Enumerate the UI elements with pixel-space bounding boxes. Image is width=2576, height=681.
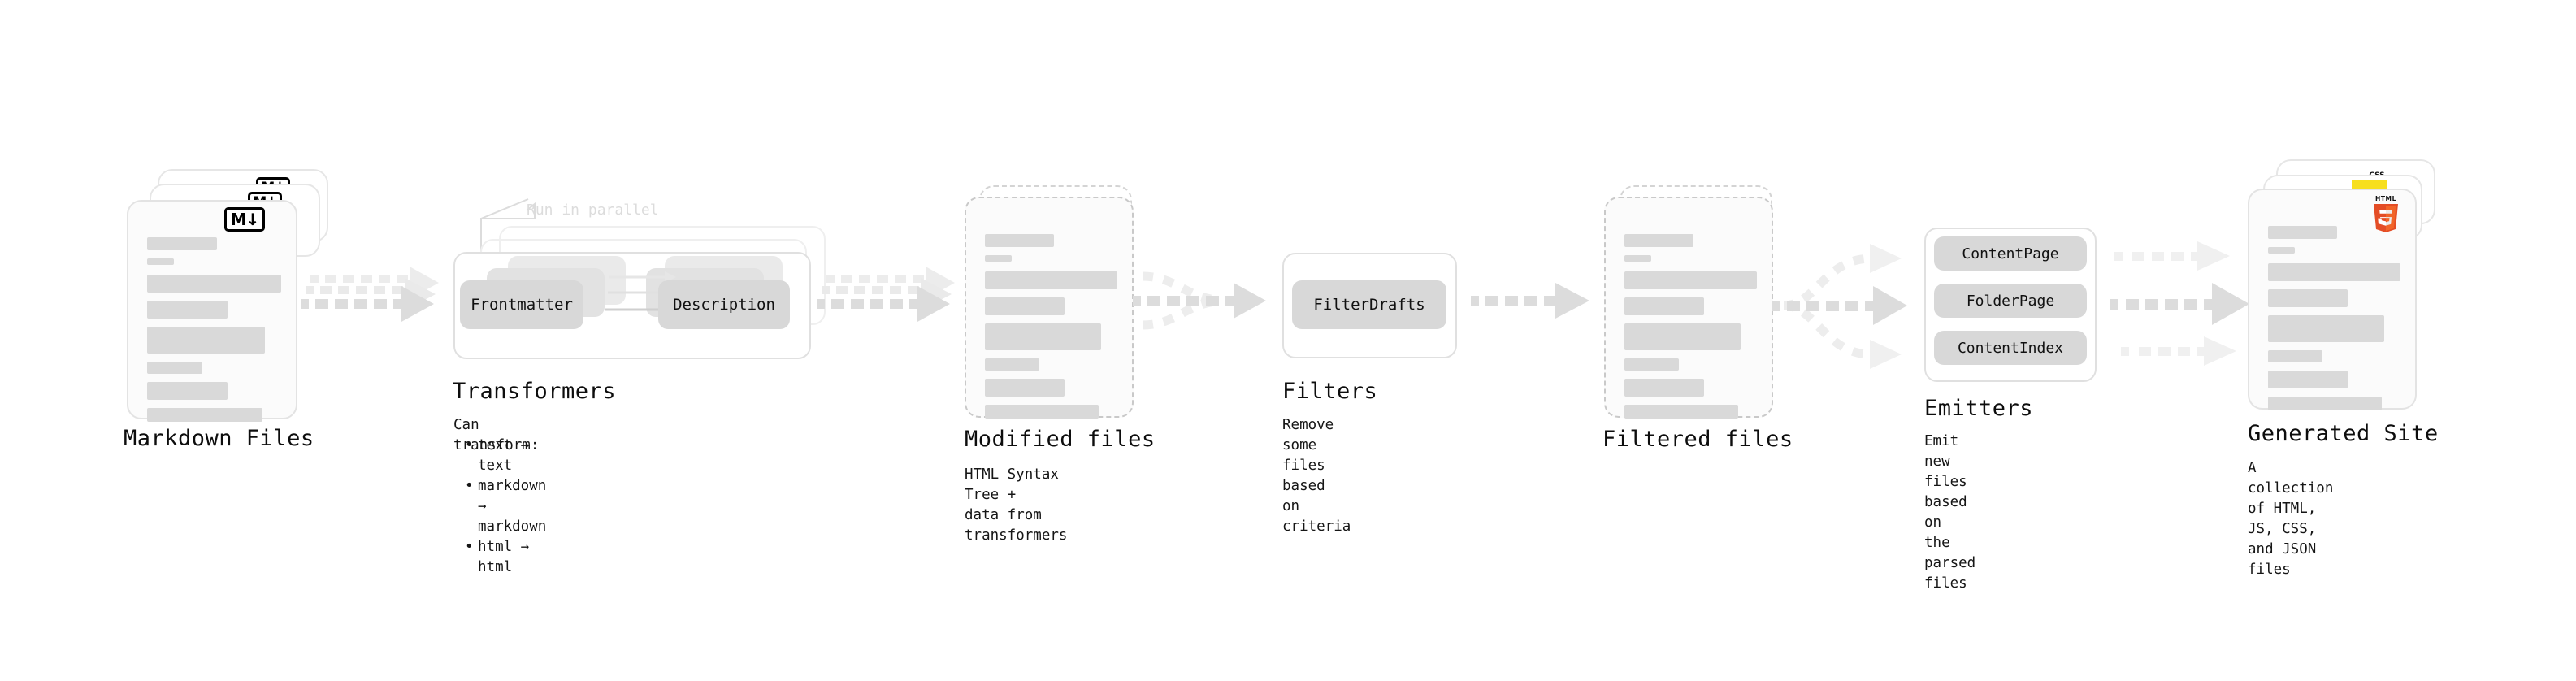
file-content-lines — [1624, 234, 1757, 427]
connector-filtered-to-emitters — [1772, 244, 1907, 369]
stage-subtitle-modified-files: HTML Syntax Tree + data from transformer… — [965, 466, 1068, 544]
stage-title-emitters: Emitters — [1924, 396, 2034, 421]
stage-title-filtered-files: Filtered files — [1602, 427, 1793, 452]
connector-transformers-to-modified — [817, 267, 955, 322]
file-content-lines — [2268, 226, 2400, 419]
markdown-badge: M↓ — [224, 207, 265, 232]
stage-subtitle-generated-site: A collection of HTML, JS, CSS, and JSON … — [2248, 460, 2334, 578]
connector-emitters-to-site — [2110, 241, 2249, 366]
svg-text:HTML: HTML — [2375, 195, 2396, 202]
emitter-pill-contentpage[interactable]: ContentPage — [1934, 236, 2087, 271]
connector-modified-to-filters — [1133, 271, 1266, 330]
connector-markdown-to-transformers — [301, 267, 439, 322]
connector-filters-to-filtered — [1471, 283, 1589, 319]
html5-badge: HTML — [2374, 195, 2398, 232]
stage-title-filters: Filters — [1282, 379, 1378, 404]
modified-file-front — [965, 197, 1134, 419]
filtered-file-front — [1604, 197, 1773, 419]
transformers-bullet-list: text → text markdown → markdown html → h… — [453, 436, 546, 578]
stage-subtitle-emitters: Emit new files based on the parsed files — [1924, 433, 1976, 592]
run-in-parallel-label: Run in parallel — [527, 202, 659, 219]
stage-title-generated-site: Generated Site — [2248, 421, 2439, 446]
markdown-file-front — [127, 200, 297, 422]
transformer-pill-frontmatter[interactable]: Frontmatter — [460, 280, 583, 329]
stage-title-modified-files: Modified files — [965, 427, 1156, 452]
stage-subtitle-filters: Remove some files based on criteria — [1282, 417, 1351, 535]
transformer-pill-description[interactable]: Description — [658, 280, 790, 329]
transformers-bullet-item: text → text — [465, 436, 546, 476]
emitter-pill-contentindex[interactable]: ContentIndex — [1934, 331, 2087, 365]
stage-title-transformers: Transformers — [453, 379, 617, 404]
emitter-pill-folderpage[interactable]: FolderPage — [1934, 284, 2087, 318]
filter-pill-filterdrafts[interactable]: FilterDrafts — [1292, 280, 1446, 329]
file-content-lines — [147, 237, 281, 430]
transformers-bullet-item: html → html — [465, 537, 546, 578]
stage-title-markdown-files: Markdown Files — [124, 426, 314, 451]
file-content-lines — [985, 234, 1117, 427]
transformers-bullet-item: markdown → markdown — [465, 476, 546, 537]
